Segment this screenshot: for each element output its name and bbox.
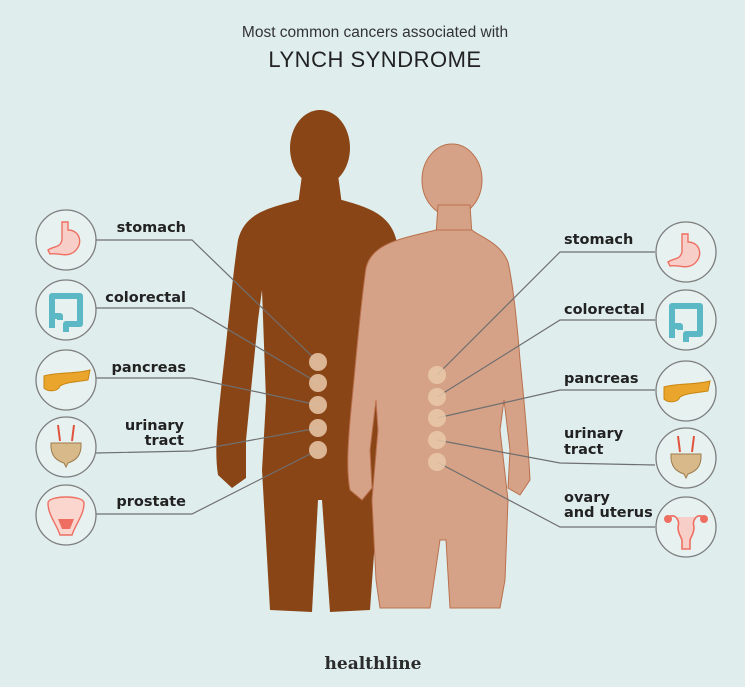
label-colorectal: colorectal: [105, 290, 186, 306]
ovary-uterus-marker: [428, 453, 446, 471]
label-and-uterus: and uterus: [564, 505, 653, 521]
female-labels: stomach colorectal pancreas urinary trac…: [564, 232, 653, 521]
bladder-icon: [655, 427, 717, 489]
healthline-logo: healthline: [325, 654, 422, 674]
pancreas-marker: [309, 396, 327, 414]
label-prostate: prostate: [116, 494, 186, 510]
male-organ-icons: [35, 209, 97, 546]
label-urinary: urinary: [564, 426, 624, 442]
bladder-icon: [35, 416, 97, 478]
label-urinary: urinary: [125, 418, 185, 434]
label-tract: tract: [145, 433, 184, 449]
pancreas-icon: [35, 349, 97, 411]
stomach-marker: [309, 353, 327, 371]
colorectal-marker: [428, 388, 446, 406]
label-stomach: stomach: [564, 232, 633, 248]
male-labels: stomach colorectal pancreas urinary trac…: [105, 220, 186, 510]
female-organ-icons: [655, 221, 717, 558]
pancreas-marker: [428, 409, 446, 427]
stomach-marker: [428, 366, 446, 384]
stomach-icon: [35, 209, 97, 271]
colon-icon: [655, 289, 717, 351]
colorectal-marker: [309, 374, 327, 392]
male-figure: [216, 110, 398, 612]
subtitle: Most common cancers associated with: [242, 24, 508, 41]
label-pancreas: pancreas: [112, 360, 186, 376]
main-title: LYNCH SYNDROME: [268, 47, 481, 72]
uterus-icon: [655, 496, 717, 558]
prostate-marker: [309, 441, 327, 459]
urinary-tract-marker: [428, 431, 446, 449]
label-tract: tract: [564, 442, 603, 458]
urinary-tract-marker: [309, 419, 327, 437]
colon-icon: [35, 279, 97, 341]
label-pancreas: pancreas: [564, 371, 638, 387]
label-ovary: ovary: [564, 490, 610, 506]
label-stomach: stomach: [117, 220, 186, 236]
label-colorectal: colorectal: [564, 302, 645, 318]
pancreas-icon: [655, 360, 717, 422]
stomach-icon: [655, 221, 717, 283]
prostate-icon: [35, 484, 97, 546]
male-leaders: [95, 239, 327, 515]
female-leaders: [428, 251, 656, 528]
